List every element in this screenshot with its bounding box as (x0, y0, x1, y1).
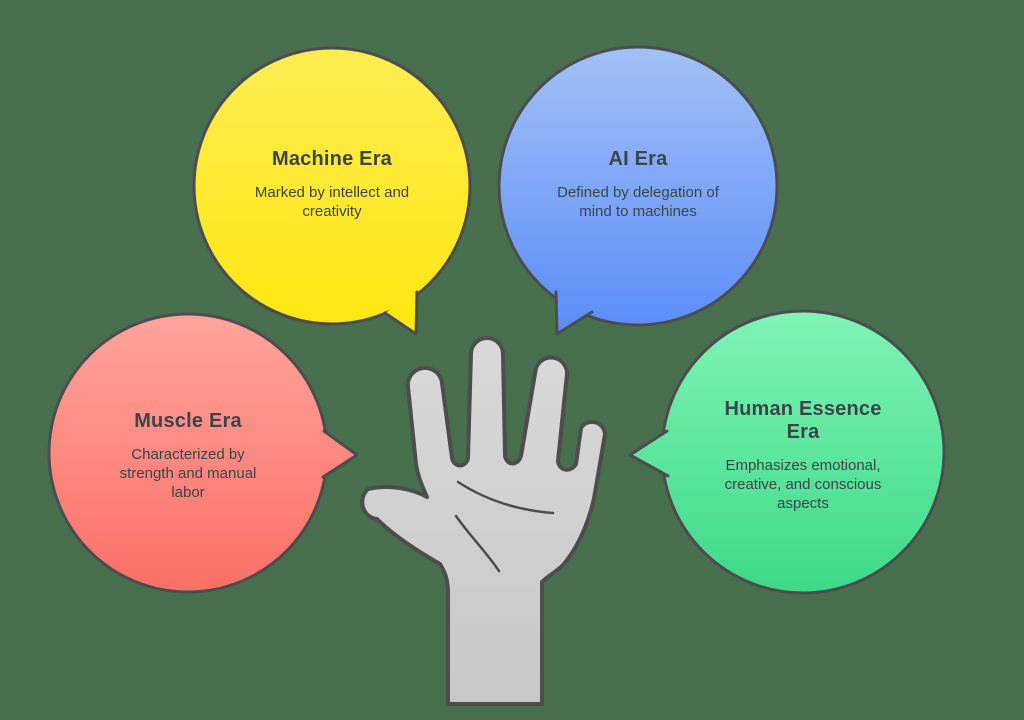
speech-bubble-ai-era (497, 45, 779, 336)
ai-bubble-tail (554, 290, 594, 336)
speech-bubble-human-essence-era (628, 309, 946, 595)
speech-bubble-muscle-era (47, 312, 359, 594)
machine-bubble-tail (383, 290, 419, 336)
ai-bubble-circle (497, 45, 779, 327)
muscle-bubble-tail (321, 429, 359, 479)
human-essence-bubble-circle (660, 309, 946, 595)
machine-bubble-circle (192, 46, 472, 326)
palm-crease-upper (456, 480, 555, 515)
open-hand-icon (360, 336, 607, 706)
speech-bubble-machine-era (192, 46, 472, 336)
palm-crease-lower (454, 514, 501, 573)
hand-outline (360, 336, 607, 706)
human-essence-bubble-tail (628, 429, 670, 478)
muscle-bubble-circle (47, 312, 329, 594)
